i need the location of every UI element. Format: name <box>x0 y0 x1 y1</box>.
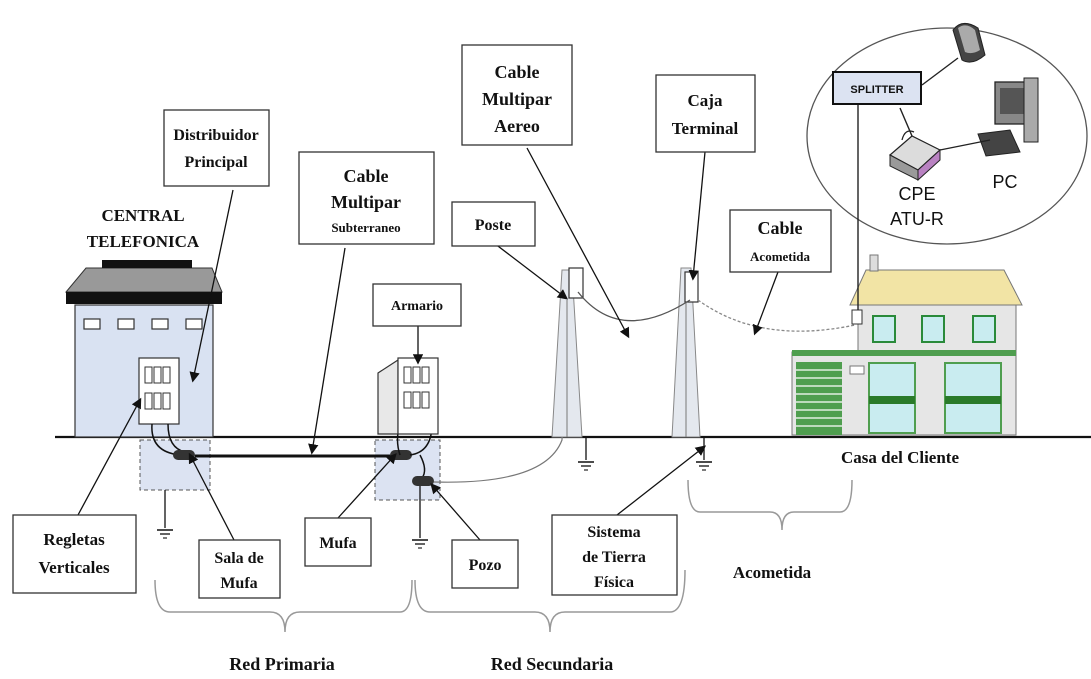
svg-text:Aereo: Aereo <box>494 116 540 136</box>
tierra-label-box: Sistema de Tierra Física <box>551 514 678 596</box>
svg-text:Caja: Caja <box>688 91 723 110</box>
central-building <box>64 260 223 438</box>
multipar-subterraneo-label-box: Cable Multipar Subterraneo <box>298 151 435 245</box>
cpe-label: CPE <box>898 184 935 204</box>
svg-text:Terminal: Terminal <box>672 119 739 138</box>
cpe-modem-icon <box>888 130 942 182</box>
brace-red-primaria <box>154 579 413 633</box>
customer-premises-inset <box>806 27 1088 245</box>
sala-mufa-vault <box>139 439 211 491</box>
pc-label: PC <box>992 172 1017 192</box>
armario-label-box: Armario <box>372 283 462 327</box>
svg-text:Distribuidor: Distribuidor <box>173 127 258 144</box>
acometida-label: Acometida <box>733 563 812 582</box>
brace-red-secundaria <box>414 569 686 633</box>
svg-text:Sala de: Sala de <box>214 550 263 567</box>
svg-text:Cable: Cable <box>495 62 540 82</box>
telephone-icon <box>952 23 986 63</box>
svg-text:Regletas: Regletas <box>43 530 105 549</box>
svg-text:de Tierra: de Tierra <box>582 549 646 566</box>
svg-text:Cable: Cable <box>758 218 803 238</box>
svg-text:Mufa: Mufa <box>319 535 356 552</box>
casa-label: Casa del Cliente <box>841 448 960 467</box>
brace-acometida <box>687 479 853 531</box>
svg-text:Poste: Poste <box>475 217 511 234</box>
mufa-splice-2 <box>390 450 412 460</box>
cable-acometida <box>697 299 856 332</box>
svg-text:Multipar: Multipar <box>331 192 401 212</box>
pozo-label-box: Pozo <box>451 539 519 589</box>
red-primaria-label: Red Primaria <box>229 654 334 674</box>
central-label-2: TELEFONICA <box>87 232 200 251</box>
svg-text:Principal: Principal <box>184 154 248 171</box>
poste-1 <box>551 267 594 471</box>
atur-label: ATU-R <box>890 209 944 229</box>
caja-terminal-label-box: Caja Terminal <box>655 74 756 153</box>
svg-text:Mufa: Mufa <box>220 575 257 592</box>
svg-text:Física: Física <box>594 574 634 591</box>
cable-aereo <box>577 291 691 322</box>
svg-text:Acometida: Acometida <box>750 249 810 264</box>
red-secundaria-label: Red Secundaria <box>491 654 614 674</box>
cable-acometida-label-box: Cable Acometida <box>729 209 832 273</box>
svg-text:Verticales: Verticales <box>38 558 110 577</box>
pozo-vault <box>374 439 441 501</box>
svg-text:Subterraneo: Subterraneo <box>331 220 400 235</box>
poste-label-box: Poste <box>451 201 536 247</box>
regletas-label-box: Regletas Verticales <box>12 514 137 594</box>
splitter-box <box>832 71 922 105</box>
armario-cabinet <box>377 357 439 435</box>
caja-terminal-box <box>684 271 699 303</box>
svg-text:Armario: Armario <box>391 299 443 314</box>
svg-text:Sistema: Sistema <box>587 524 640 541</box>
multipar-aereo-label-box: Cable Multipar Aereo <box>461 44 573 146</box>
svg-text:Cable: Cable <box>344 166 389 186</box>
svg-text:Pozo: Pozo <box>469 557 502 574</box>
distribuidor-label-box: Distribuidor Principal <box>163 109 270 187</box>
casa-cliente <box>791 254 1023 436</box>
sala-mufa-label-box: Sala de Mufa <box>198 539 281 599</box>
svg-text:Multipar: Multipar <box>482 89 552 109</box>
mufa-label-box: Mufa <box>304 517 372 567</box>
poste-2 <box>671 267 712 471</box>
central-label-1: CENTRAL <box>101 206 184 225</box>
splitter-label: SPLITTER <box>850 84 903 96</box>
pc-icon <box>977 77 1039 157</box>
